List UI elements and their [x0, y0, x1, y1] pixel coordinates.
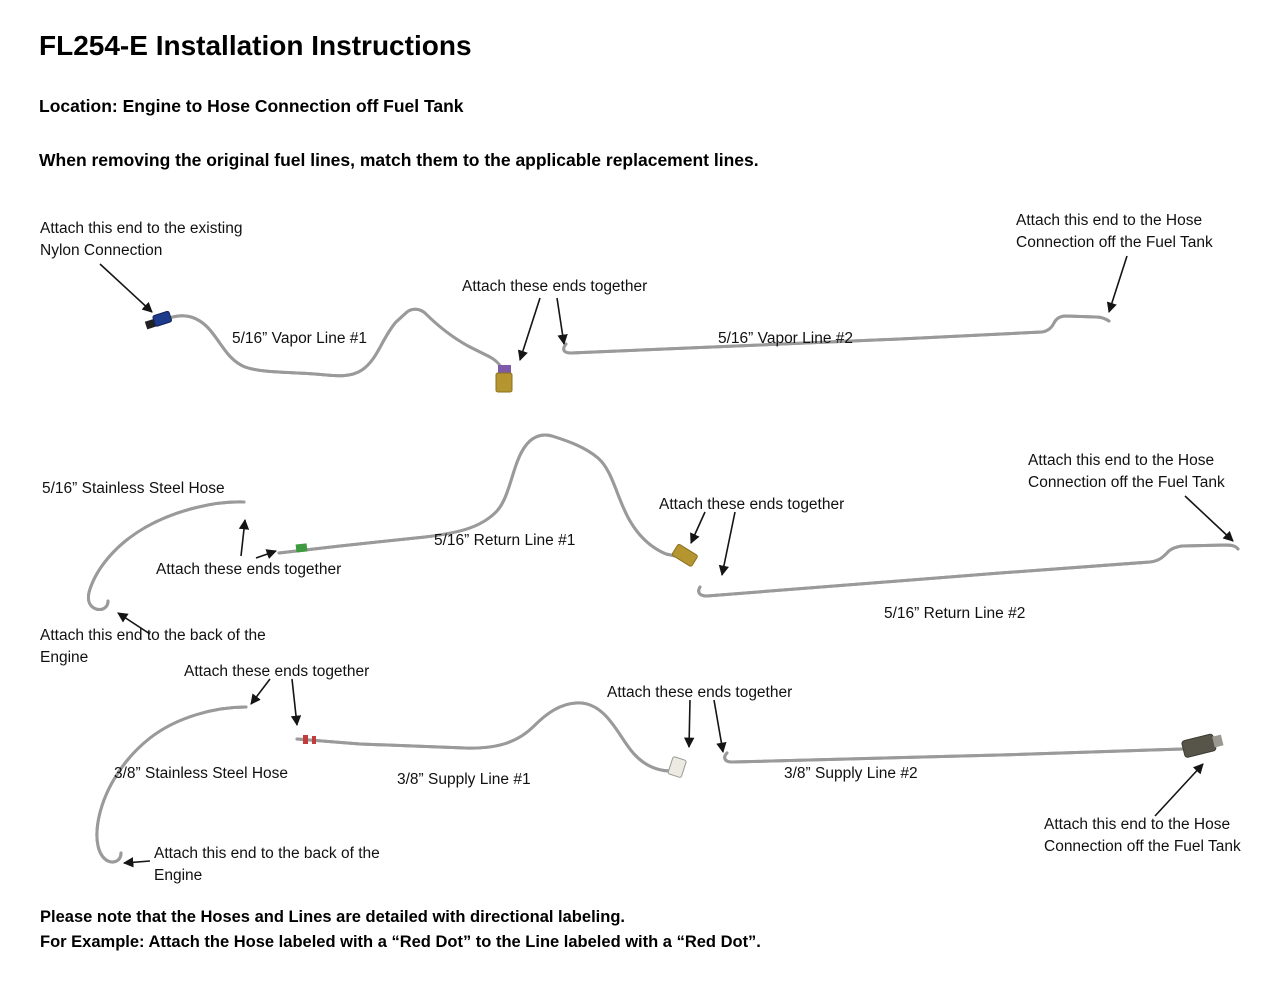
location-heading: Location: Engine to Hose Connection off …: [39, 96, 464, 116]
nylon-connection-fitting: [144, 310, 172, 330]
supply-line1-red-markers: [303, 735, 316, 744]
arrow: [99, 263, 153, 313]
return-line2-label: 5/16” Return Line #2: [884, 605, 1026, 622]
footer-note-line2: For Example: Attach the Hose labeled wit…: [40, 933, 761, 951]
intro-instruction: When removing the original fuel lines, m…: [39, 150, 759, 170]
return-line1-end-fitting: [671, 543, 698, 567]
tube-highlight: [86, 500, 246, 612]
arrow: [255, 549, 277, 560]
vapor-attach-ends-label: Attach these ends together: [462, 278, 648, 295]
brass-fitting: [495, 372, 513, 393]
supply-engine-label: Attach this end to the back of the Engin…: [154, 845, 380, 884]
supply-line-1: [295, 701, 673, 773]
return-attach-ends-left-label: Attach these ends together: [156, 561, 342, 578]
arrow: [684, 699, 695, 749]
return-hose-label: 5/16” Stainless Steel Hose: [42, 480, 225, 497]
supply-line1-label: 3/8” Supply Line #1: [397, 771, 531, 788]
tube-highlight: [295, 701, 673, 773]
arrow: [1154, 763, 1204, 817]
vapor-line1-end-fitting: [495, 365, 513, 393]
arrow: [117, 612, 151, 635]
arrow: [250, 678, 271, 705]
supply-attach-ends-left-label: Attach these ends together: [184, 663, 370, 680]
supply-hose-label: 3/8” Stainless Steel Hose: [114, 765, 289, 782]
tube-highlight: [697, 543, 1240, 598]
return-line-2: [697, 543, 1240, 598]
supply-line2-label: 3/8” Supply Line #2: [784, 765, 918, 782]
arrow: [517, 297, 541, 361]
supply-attach-ends-right-label: Attach these ends together: [607, 684, 793, 701]
callout-arrows: [99, 255, 1234, 868]
arrow: [238, 518, 250, 557]
vapor-nylon-connection-label: Attach this end to the existing Nylon Co…: [40, 220, 243, 259]
green-marker: [295, 543, 308, 553]
arrow: [690, 511, 706, 544]
supply-tank-connection-label: Attach this end to the Hose Connection o…: [1044, 816, 1241, 855]
arrow: [713, 699, 727, 754]
purple-marker: [498, 365, 511, 373]
vapor-line2-label: 5/16” Vapor Line #2: [718, 330, 854, 347]
page-title: FL254-E Installation Instructions: [39, 30, 472, 61]
supply-line2-end-fitting: [1181, 733, 1224, 758]
arrow: [290, 678, 302, 727]
supply-line1-end-fitting: [667, 756, 687, 778]
arrow: [718, 511, 736, 577]
arrow: [122, 857, 151, 868]
footer-note-line1: Please note that the Hoses and Lines are…: [40, 908, 625, 926]
arrow: [1106, 255, 1128, 313]
return-engine-label: Attach this end to the back of the Engin…: [40, 627, 266, 666]
arrow: [1184, 495, 1234, 542]
return-attach-ends-right-label: Attach these ends together: [659, 496, 845, 513]
vapor-tank-connection-label: Attach this end to the Hose Connection o…: [1016, 212, 1213, 251]
footer-notes: Please note that the Hoses and Lines are…: [40, 905, 761, 955]
return-line1-label: 5/16” Return Line #1: [434, 532, 576, 549]
vapor-line1-label: 5/16” Vapor Line #1: [232, 330, 368, 347]
arrow: [556, 297, 568, 346]
return-tank-connection-label: Attach this end to the Hose Connection o…: [1028, 452, 1225, 491]
tube-highlight: [723, 747, 1185, 764]
